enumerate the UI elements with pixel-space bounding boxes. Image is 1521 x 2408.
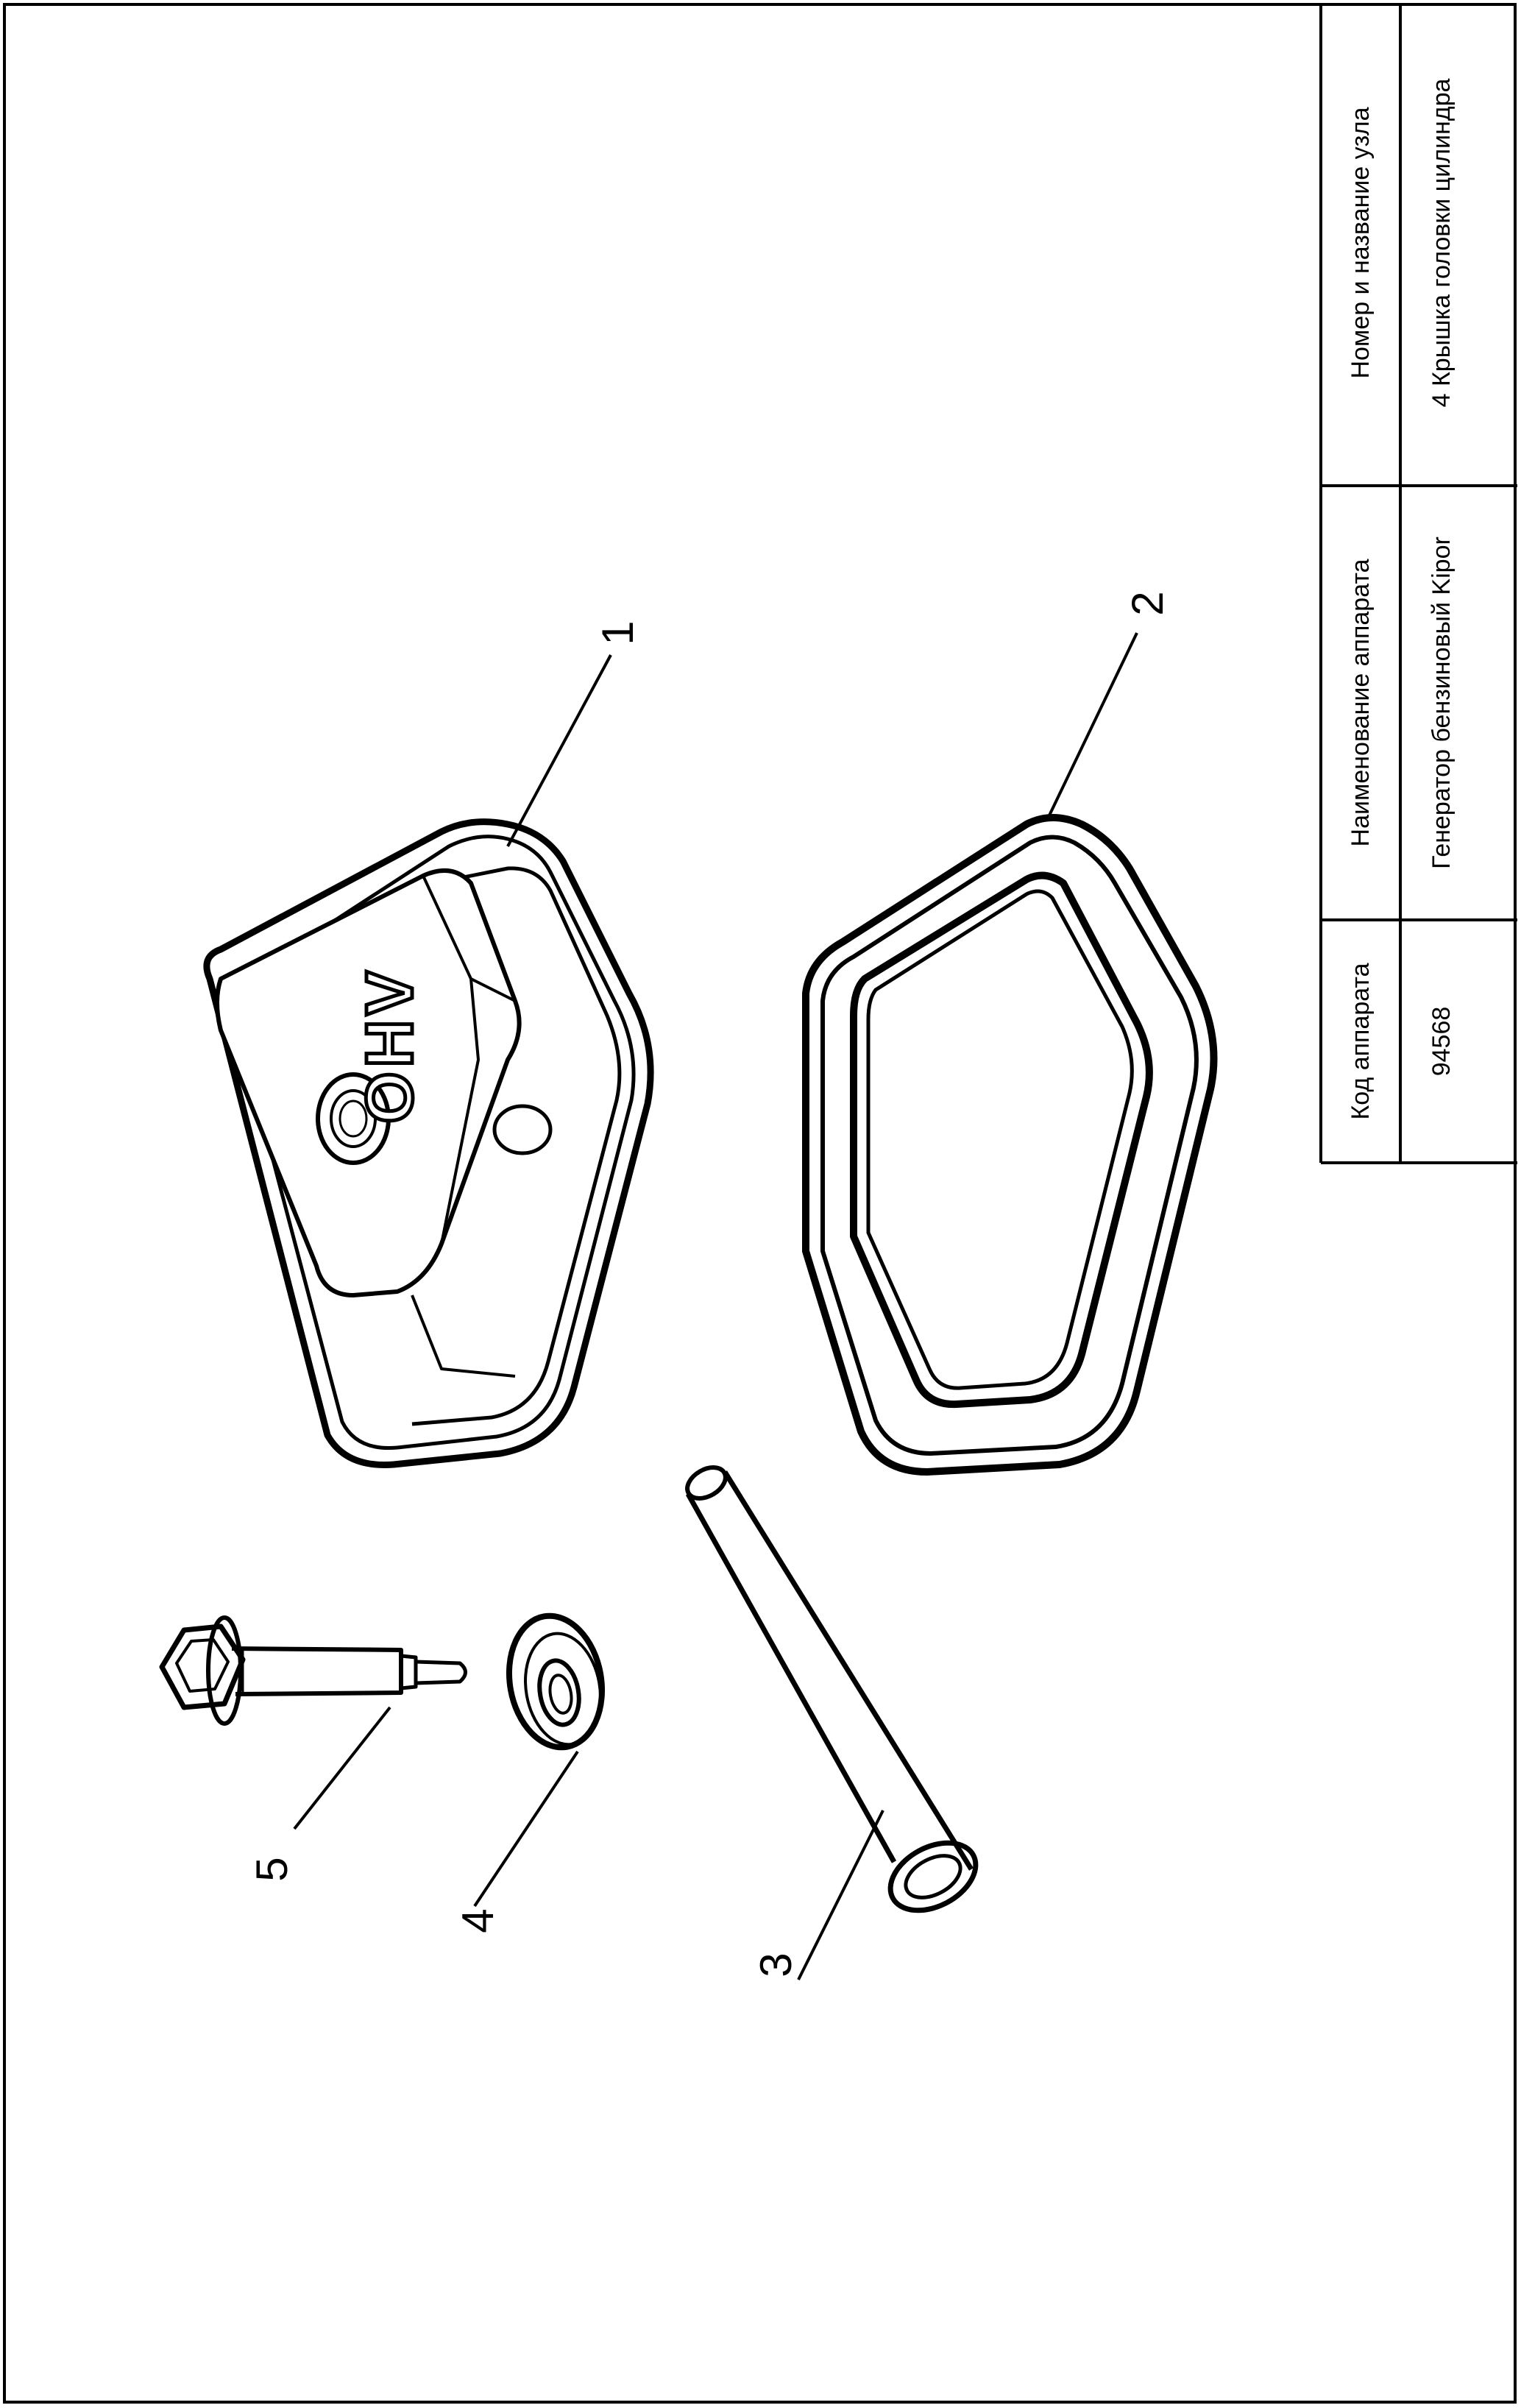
cylinder-head-cover-icon	[203, 818, 654, 1468]
value-unit: 4 Крышка головки цилиндра	[1428, 79, 1456, 408]
callout-1: 1	[593, 620, 642, 645]
header-unit: Номер и название узла	[1347, 107, 1375, 378]
value-code: 94568	[1428, 1007, 1456, 1077]
header-device-name: Наименование аппарата	[1347, 559, 1375, 846]
title-block	[1319, 3, 1517, 1164]
callout-3: 3	[751, 1952, 801, 1977]
value-device-name: Генератор бензиновый Kipor	[1428, 537, 1456, 869]
header-code: Код аппарата	[1347, 963, 1375, 1119]
leader-lines	[293, 632, 1138, 1980]
tube-icon	[685, 1465, 979, 1913]
callout-5: 5	[247, 1857, 297, 1881]
washer-icon	[506, 1612, 606, 1751]
cover-logo: OHV	[353, 966, 427, 1123]
gasket-icon	[802, 814, 1218, 1476]
drawing-sheet	[3, 3, 1517, 2404]
bolt-icon	[159, 1615, 467, 1726]
callout-2: 2	[1123, 591, 1172, 615]
callout-4: 4	[453, 1908, 503, 1933]
